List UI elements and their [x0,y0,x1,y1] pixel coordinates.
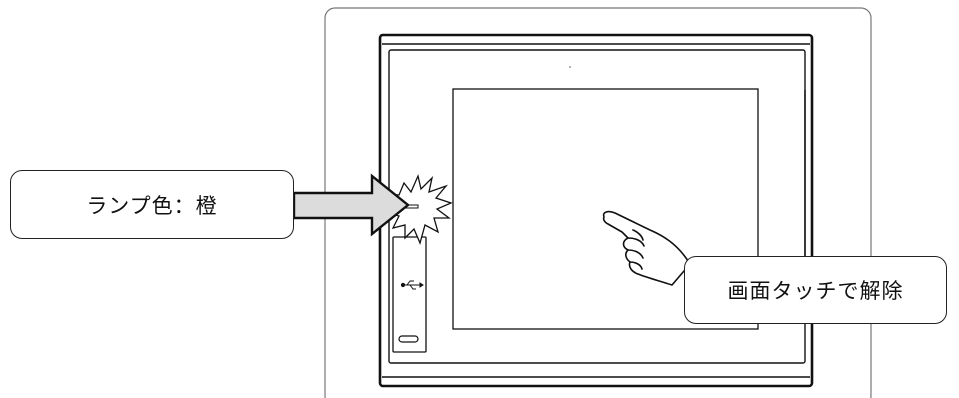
usb-cover[interactable] [392,236,427,353]
lamp-color-label: ランプ色：橙 [86,193,218,218]
pointing-hand-icon [602,210,691,286]
top-sensor-dot [569,66,571,68]
touch-release-label: 画面タッチで解除 [727,279,904,303]
lamp-color-callout: ランプ色：橙 [10,170,294,239]
touch-release-callout: 画面タッチで解除 [684,256,947,324]
pointer-arrow [292,173,410,237]
usb-icon [400,280,424,290]
usb-cover-slot [398,335,419,343]
